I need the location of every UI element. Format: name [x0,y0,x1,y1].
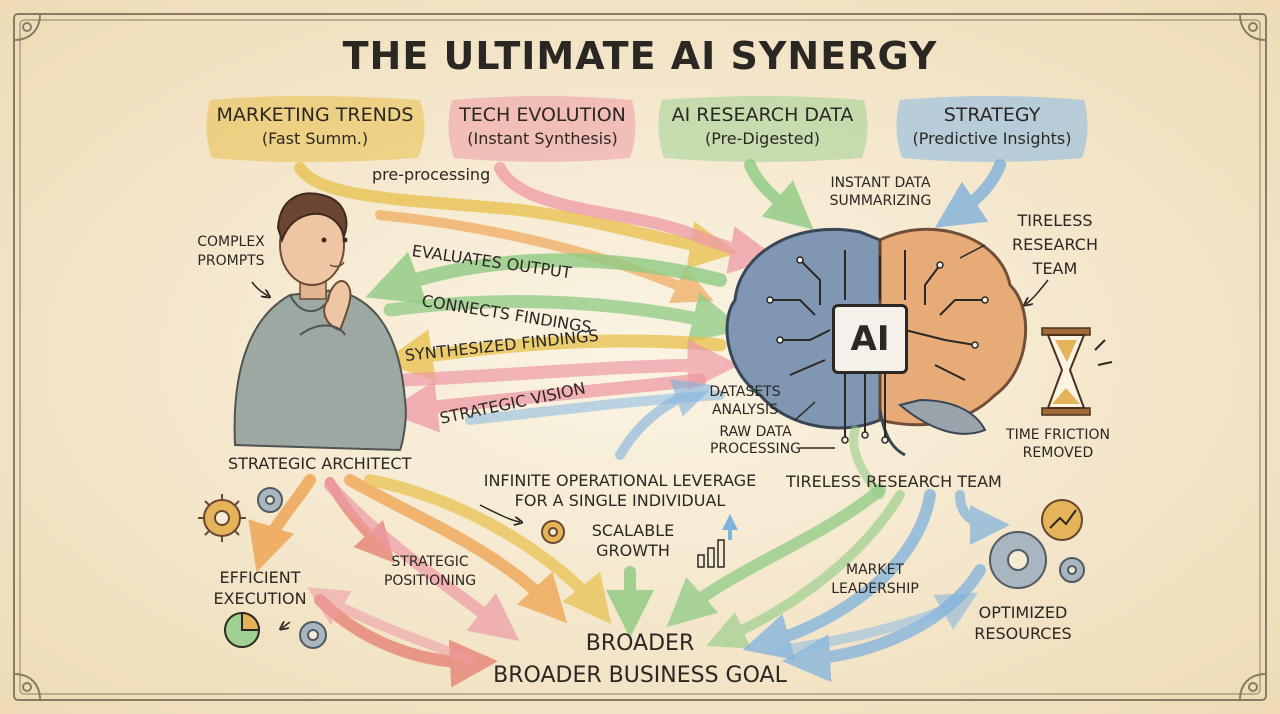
source-box-research [658,96,868,162]
source-marketing-title: MARKETING TRENDS [216,104,414,126]
decorative-frame [13,13,1267,701]
arrow-research-to-ai [744,159,814,230]
brain-illustration [725,227,1028,457]
person-illustration [233,192,407,452]
pie-chart-icon [224,611,261,648]
source-strategy-subtitle: (Predictive Insights) [912,129,1072,148]
label-instant-data: INSTANT DATA [830,175,931,191]
gear-icon [257,487,283,513]
arrow-strategic-vision [385,373,707,433]
outcome-arrows [248,425,1010,688]
label-strategic-architect: STRATEGIC ARCHITECT [228,454,412,473]
gear-icon [299,621,327,649]
label-tireless-top-3: TEAM [1032,259,1078,278]
source-marketing-subtitle: (Fast Summ.) [261,129,369,148]
label-leadership: LEADERSHIP [831,581,919,597]
label-pre-processing: pre-processing [372,165,491,184]
label-strategic: STRATEGIC [391,554,469,570]
label-tireless-top-1: TIRELESS [1017,211,1093,230]
arrow-marketing-to-ai [294,162,738,269]
label-execution: EXECUTION [213,589,307,608]
label-broader-business-goal: BROADER BUSINESS GOAL [493,663,787,688]
source-research-title: AI RESEARCH DATA [671,104,854,126]
label-tireless-research-team: TIRELESS RESEARCH TEAM [786,472,1002,491]
label-positioning: POSITIONING [383,573,477,589]
label-tireless-top-2: RESEARCH [1012,235,1098,254]
label-summarizing: SUMMARIZING [829,193,932,209]
source-box-tech [448,96,636,162]
source-box-strategy [896,96,1088,162]
source-research-subtitle: (Pre-Digested) [704,129,821,148]
source-strategy-title: STRATEGY [943,104,1041,126]
gear-icon [541,520,565,544]
source-tech-title: TECH EVOLUTION [459,104,626,126]
label-prompts: PROMPTS [197,253,265,269]
leader-lines [251,244,1049,628]
label-single-individual: FOR A SINGLE INDIVIDUAL [514,491,726,510]
exchange-arrows [365,251,744,460]
ai-chip-icon: AI [832,304,908,374]
gear-icon [989,531,1047,589]
arrow-strategy-to-ai [934,159,1006,228]
label-removed: REMOVED [1022,445,1094,461]
label-infinite-leverage: INFINITE OPERATIONAL LEVERAGE [483,471,757,490]
source-tech-subtitle: (Instant Synthesis) [467,129,618,148]
arrow-evaluates [365,251,727,305]
diagram-title: THE ULTIMATE AI SYNERGY [342,34,938,78]
label-time-friction: TIME FRICTION [1006,427,1110,443]
arrow-connects [383,292,744,343]
label-optimized: OPTIMIZED [978,603,1068,622]
label-raw-data: RAW DATA [719,424,792,440]
source-arrows [294,159,1006,303]
hourglass-icon [1041,327,1113,416]
label-processing: PROCESSING [709,441,802,457]
label-resources: RESOURCES [974,624,1072,643]
label-analysis: ANALYSIS [711,402,779,418]
gear-icon [1041,499,1083,541]
arrow-tech-to-ai [494,162,778,274]
source-box-marketing [206,96,425,162]
label-market: MARKET [846,562,904,578]
label-efficient: EFFICIENT [219,568,301,587]
label-growth: GROWTH [596,541,670,560]
arrow-synthesized [380,329,727,381]
bar-chart-icon [697,514,738,568]
label-complex: COMPLEX [197,234,265,250]
gear-icon [198,494,246,542]
label-scalable: SCALABLE [591,521,675,540]
gear-icon [1059,557,1085,583]
label-datasets: DATASETS [709,384,781,400]
label-broader: BROADER [585,631,695,656]
